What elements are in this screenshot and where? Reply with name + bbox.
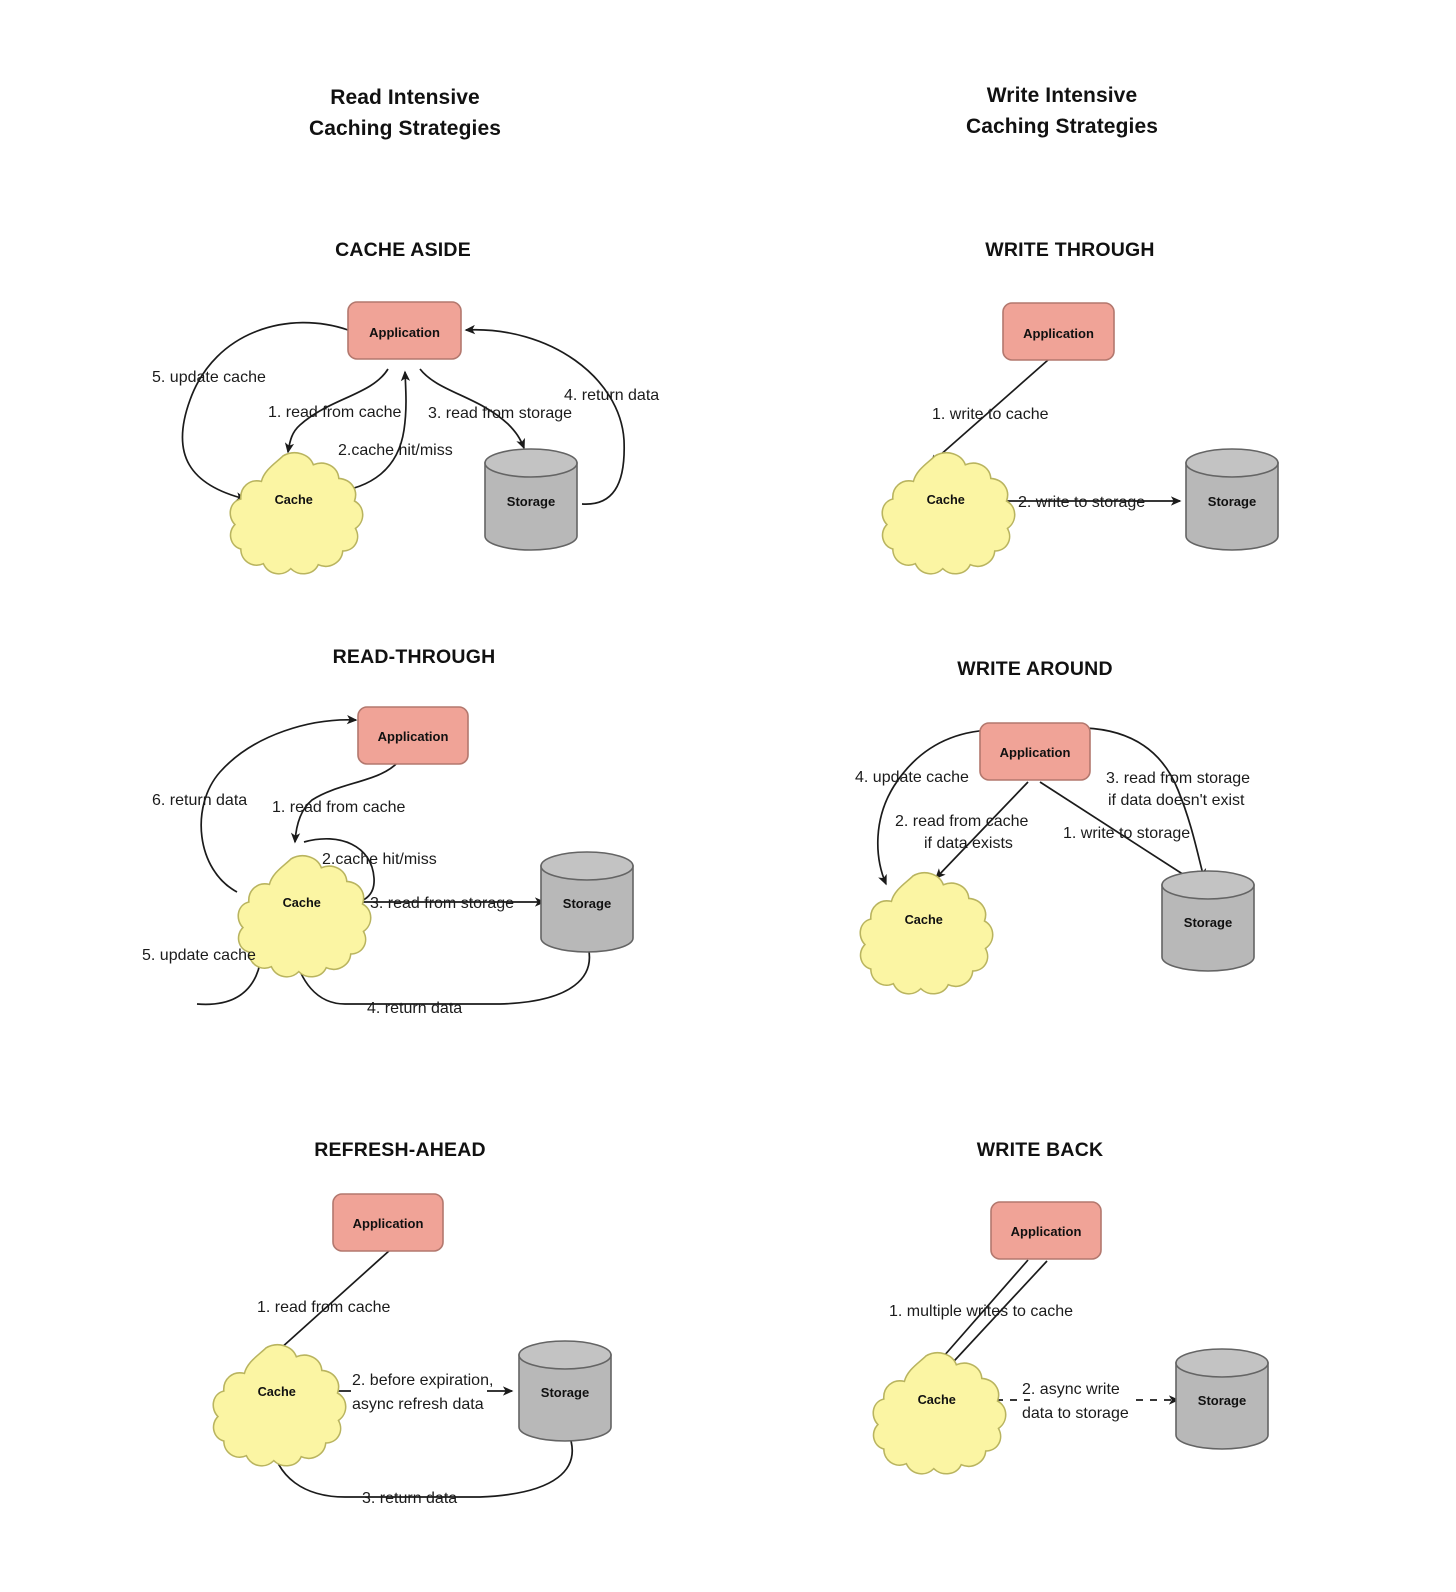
node-label-cache: Cache xyxy=(258,1384,296,1399)
edge-cache-aside-5 xyxy=(181,321,349,502)
edge-label-cache-aside-3: 3. read from storage xyxy=(428,405,572,422)
diagram-read-through: Application Cache Storage 6. return data… xyxy=(142,706,634,1017)
node-read-through-storage: Storage xyxy=(540,851,634,953)
edge-label-write-around-2b: if data exists xyxy=(924,835,1013,852)
node-label-cache: Cache xyxy=(283,895,321,910)
node-label-application: Application xyxy=(1000,745,1071,760)
edge-label-refresh-ahead-2a: 2. before expiration, xyxy=(352,1372,493,1389)
node-write-around-application: Application xyxy=(979,722,1091,781)
section-title-refresh-ahead: REFRESH-AHEAD xyxy=(314,1139,486,1161)
section-title-write-around: WRITE AROUND xyxy=(957,658,1113,680)
edge-label-write-through-2: 2. write to storage xyxy=(1018,494,1145,511)
edge-read-through-4 xyxy=(291,939,591,1005)
edge-cache-aside-1 xyxy=(284,368,389,454)
edge-refresh-ahead-1 xyxy=(268,1249,391,1359)
edge-label-write-through-1: 1. write to cache xyxy=(932,406,1049,423)
node-label-storage: Storage xyxy=(507,494,555,509)
node-label-application: Application xyxy=(1023,326,1094,341)
node-label-application: Application xyxy=(353,1216,424,1231)
edge-label-write-around-1: 1. write to storage xyxy=(1063,825,1190,842)
edge-label-read-through-6: 6. return data xyxy=(152,792,247,809)
edge-label-refresh-ahead-3: 3. return data xyxy=(362,1490,457,1507)
edge-write-around-1 xyxy=(1039,781,1197,883)
edge-label-write-back-2b: data to storage xyxy=(1022,1405,1129,1422)
node-read-through-application: Application xyxy=(357,706,469,765)
edge-label-write-around-3a: 3. read from storage xyxy=(1106,770,1250,787)
node-refresh-ahead-application: Application xyxy=(332,1193,444,1252)
edge-label-read-through-4: 4. return data xyxy=(367,1000,462,1017)
node-label-cache: Cache xyxy=(927,492,965,507)
edge-label-write-around-2a: 2. read from cache xyxy=(895,813,1029,830)
node-write-through-storage: Storage xyxy=(1185,448,1279,551)
node-label-application: Application xyxy=(369,325,440,340)
diagram-refresh-ahead: Application Cache Storage 1. read from c… xyxy=(212,1193,612,1507)
diagram-write-through: Application Cache Storage 1. write to ca… xyxy=(881,302,1279,575)
edge-read-through-6 xyxy=(200,714,358,893)
edge-label-read-through-1: 1. read from cache xyxy=(272,799,406,816)
node-label-cache: Cache xyxy=(905,912,943,927)
node-label-storage: Storage xyxy=(563,896,611,911)
column-title-read-intensive: Read Intensive Caching Strategies xyxy=(308,86,502,140)
node-label-storage: Storage xyxy=(541,1385,589,1400)
node-write-around-storage: Storage xyxy=(1161,870,1255,972)
edge-label-write-back-2a: 2. async write xyxy=(1022,1381,1120,1398)
edge-write-around-3 xyxy=(1084,727,1207,880)
edge-cache-aside-3 xyxy=(419,368,525,450)
node-read-through-cache: Cache xyxy=(237,855,372,978)
node-refresh-ahead-storage: Storage xyxy=(518,1340,612,1442)
node-cache-aside-cache: Cache xyxy=(229,452,364,575)
node-cache-aside-storage: Storage xyxy=(484,448,578,551)
diagram-write-around: Application Cache Storage 4. update cach… xyxy=(855,722,1255,995)
node-cache-aside-application: Application xyxy=(347,301,462,360)
section-title-cache-aside: CACHE ASIDE xyxy=(335,239,471,261)
edge-label-cache-aside-4: 4. return data xyxy=(564,387,659,404)
node-write-back-application: Application xyxy=(990,1201,1102,1260)
node-label-cache: Cache xyxy=(918,1392,956,1407)
edge-label-read-through-2: 2.cache hit/miss xyxy=(322,851,437,868)
node-label-cache: Cache xyxy=(275,492,313,507)
edge-write-back-1b xyxy=(941,1260,1048,1375)
edge-refresh-ahead-3 xyxy=(267,1431,573,1498)
node-write-around-cache: Cache xyxy=(859,872,994,995)
node-label-application: Application xyxy=(378,729,449,744)
node-write-back-cache: Cache xyxy=(872,1352,1007,1475)
edge-write-around-2 xyxy=(934,781,1029,880)
column-title-write-intensive: Write Intensive Caching Strategies xyxy=(965,84,1159,138)
node-label-application: Application xyxy=(1011,1224,1082,1239)
node-label-storage: Storage xyxy=(1208,494,1256,509)
node-write-through-cache: Cache xyxy=(881,452,1016,575)
edge-write-through-1 xyxy=(928,359,1049,465)
edge-label-cache-aside-2: 2.cache hit/miss xyxy=(338,442,453,459)
edge-label-write-around-3b: if data doesn't exist xyxy=(1108,792,1245,809)
diagram-cache-aside: Application Cache Storage 5. update cach… xyxy=(152,301,659,575)
edge-cache-aside-2 xyxy=(333,370,411,493)
node-refresh-ahead-cache: Cache xyxy=(212,1344,347,1467)
edge-read-through-1 xyxy=(290,761,399,844)
edge-label-write-around-4: 4. update cache xyxy=(855,769,969,786)
node-label-storage: Storage xyxy=(1184,915,1232,930)
edge-label-refresh-ahead-2b: async refresh data xyxy=(352,1396,484,1413)
edge-label-refresh-ahead-1: 1. read from cache xyxy=(257,1299,391,1316)
edge-label-cache-aside-5: 5. update cache xyxy=(152,369,266,386)
diagram-write-back: Application Cache Storage 1. multiple wr… xyxy=(872,1201,1269,1475)
section-title-write-through: WRITE THROUGH xyxy=(985,239,1155,261)
edge-read-through-2 xyxy=(303,838,375,906)
edge-cache-aside-4 xyxy=(464,324,625,505)
node-write-back-storage: Storage xyxy=(1175,1348,1269,1450)
node-label-storage: Storage xyxy=(1198,1393,1246,1408)
edge-label-read-through-5: 5. update cache xyxy=(142,947,256,964)
edge-label-write-back-1: 1. multiple writes to cache xyxy=(889,1303,1073,1320)
section-title-read-through: READ-THROUGH xyxy=(332,646,496,668)
edge-label-cache-aside-1: 1. read from cache xyxy=(268,404,402,421)
section-title-write-back: WRITE BACK xyxy=(976,1139,1104,1161)
node-write-through-application: Application xyxy=(1002,302,1115,361)
edge-write-around-4 xyxy=(876,728,1007,886)
edge-label-read-through-3: 3. read from storage xyxy=(370,895,514,912)
